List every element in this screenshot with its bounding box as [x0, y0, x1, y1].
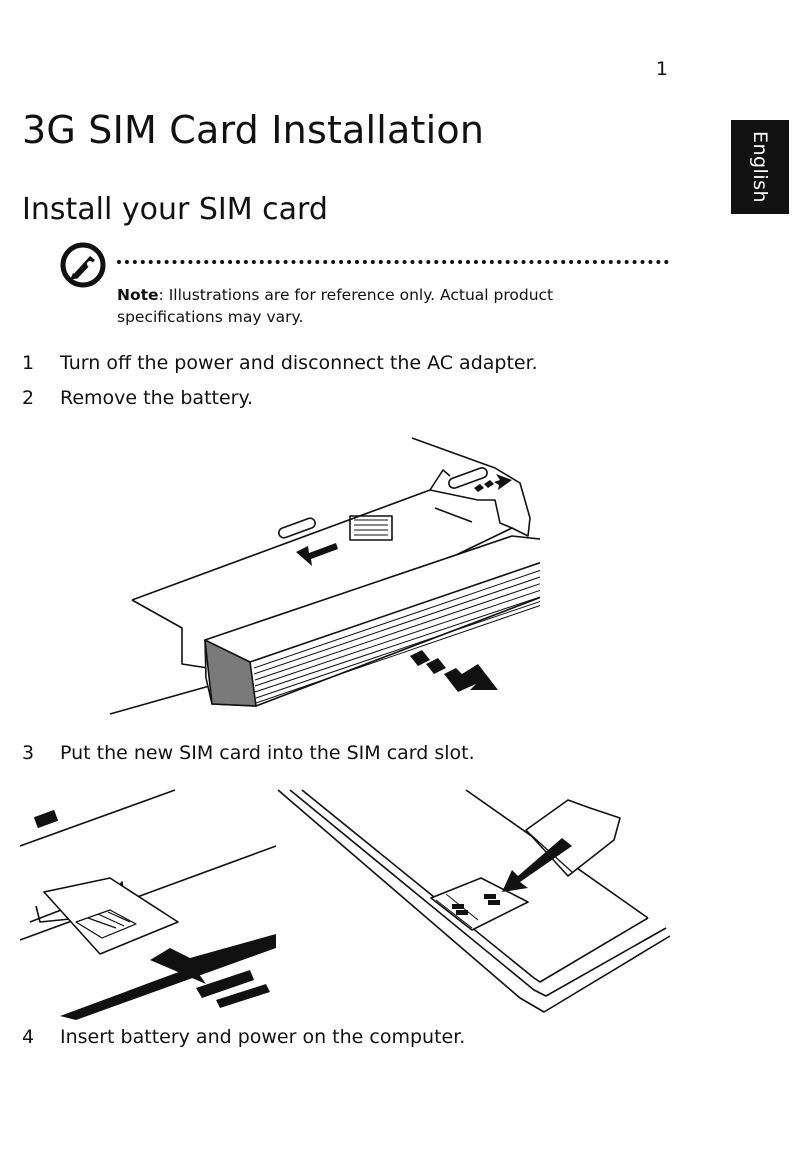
sim-contacts-icon	[452, 894, 500, 915]
pull-direction-arrow-icon	[410, 650, 498, 692]
step-text: Turn off the power and disconnect the AC…	[60, 352, 538, 374]
section-title: Install your SIM card	[22, 192, 328, 227]
step-text: Remove the battery.	[60, 387, 254, 409]
note-divider	[117, 260, 669, 264]
sim-slot-icon	[34, 810, 58, 828]
step-number: 1	[22, 352, 35, 374]
step-3: 3 Put the new SIM card into the SIM card …	[22, 742, 475, 764]
step-number: 2	[22, 387, 35, 409]
language-tab-label: English	[749, 130, 771, 204]
step-2: 2 Remove the battery.	[22, 387, 253, 409]
step-number: 4	[22, 1026, 35, 1048]
page-title: 3G SIM Card Installation	[22, 108, 485, 152]
step-1: 1 Turn off the power and disconnect the A…	[22, 352, 538, 374]
step-4: 4 Insert battery and power on the compute…	[22, 1026, 465, 1048]
note: Note: Illustrations are for reference on…	[117, 284, 637, 328]
eject-arrow-icon	[296, 474, 512, 566]
step-number: 3	[22, 742, 35, 764]
sim-slot-overview-illustration	[277, 789, 671, 1013]
step-text: Put the new SIM card into the SIM card s…	[60, 742, 475, 764]
page-number: 1	[655, 58, 668, 80]
language-tab: English	[731, 120, 789, 214]
insert-direction-arrow-icon	[60, 934, 276, 1020]
note-label: Note	[117, 286, 159, 304]
note-pen-icon	[60, 242, 106, 288]
sim-insert-arrow-icon	[502, 838, 572, 892]
battery-removal-illustration	[109, 437, 540, 715]
sim-insert-closeup-illustration	[20, 789, 277, 1020]
sim-chip-icon	[75, 909, 137, 939]
step-text: Insert battery and power on the computer…	[60, 1026, 466, 1048]
note-body: : Illustrations are for reference only. …	[117, 286, 554, 326]
